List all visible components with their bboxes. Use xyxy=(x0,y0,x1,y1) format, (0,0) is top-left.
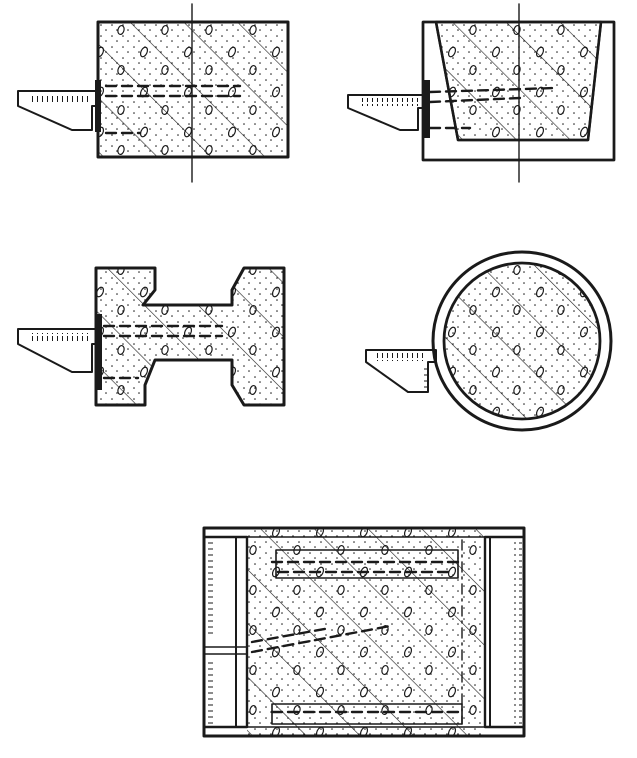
embedded-bar-dashed-icon xyxy=(104,84,242,135)
graduated-scale-icon xyxy=(207,660,215,724)
section-outline xyxy=(442,261,602,421)
embedded-bar-dashed-icon xyxy=(250,560,464,714)
graduated-scale-icon xyxy=(514,540,522,724)
embedded-bar-dashed-icon xyxy=(428,86,557,130)
circular-section-panel xyxy=(365,250,613,432)
strain-gauge-bracket-icon xyxy=(17,80,101,132)
graduated-scale-icon xyxy=(30,95,92,103)
graduated-scale-icon xyxy=(376,353,426,361)
graduated-scale-icon xyxy=(358,98,418,106)
plan-view-with-side-plates-panel xyxy=(202,526,526,738)
graduated-scale-icon xyxy=(424,364,432,390)
left-side-plate xyxy=(202,535,249,729)
i-beam-section-panel xyxy=(17,266,286,407)
formwork-mold xyxy=(431,250,613,432)
embedded-bar-dashed-icon xyxy=(102,324,224,380)
rectangular-section-panel xyxy=(17,3,290,183)
trapezoid-in-mold-section-panel xyxy=(347,3,616,183)
right-side-plate xyxy=(483,535,526,729)
section-outline xyxy=(94,266,286,407)
strain-gauge-bracket-icon xyxy=(365,349,437,393)
strain-gauge-bracket-icon xyxy=(17,314,102,390)
strain-gauge-bracket-icon xyxy=(347,80,430,138)
graduated-scale-icon xyxy=(30,333,92,341)
graduated-scale-icon xyxy=(207,540,215,636)
